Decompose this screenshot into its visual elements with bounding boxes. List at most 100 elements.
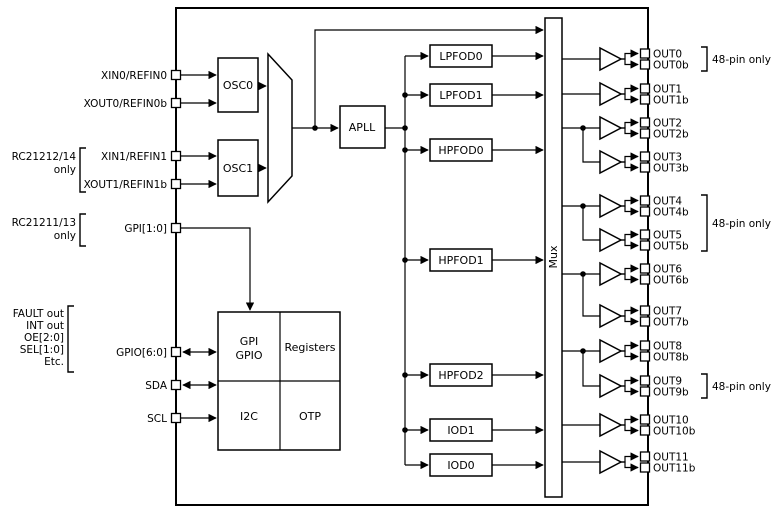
- pin-xin0: [170, 69, 182, 81]
- pin-out8b: [639, 351, 651, 362]
- pin-out0: [639, 48, 651, 59]
- pin-out2: [639, 117, 651, 128]
- lpfod0-block: LPFOD0: [429, 44, 493, 68]
- out-label: OUT4b: [653, 207, 689, 219]
- output-mux-label: Mux: [547, 245, 560, 268]
- out-label: OUT11b: [653, 463, 696, 475]
- lpfod1-label: LPFOD1: [439, 89, 482, 102]
- buffer-icon: [599, 303, 623, 329]
- buffer-icon: [599, 149, 623, 175]
- out-label: OUT9: [653, 376, 682, 388]
- pin-out4: [639, 195, 651, 206]
- out-label: OUT7b: [653, 317, 689, 329]
- out-label: OUT1: [653, 84, 682, 96]
- left-notes: RC21212/14 only RC21211/13 only FAULT ou…: [12, 147, 86, 373]
- note-etc: Etc.: [44, 356, 64, 368]
- bracket-out9: [701, 373, 708, 399]
- buffer-icon: [599, 261, 623, 287]
- buffer-icon: [599, 227, 623, 253]
- note-oe: OE[2:0]: [24, 332, 64, 344]
- wire-gpi: [181, 227, 255, 311]
- wire-buf5: [582, 206, 600, 241]
- iod1-block: IOD1: [429, 418, 493, 442]
- hpfod0-label: HPFOD0: [438, 144, 483, 157]
- pin-label-xout1: XOUT1/REFIN1b: [84, 179, 168, 191]
- note-rc21211-only: only: [54, 230, 76, 242]
- out-label: OUT5b: [653, 241, 689, 253]
- pin-out5b: [639, 240, 651, 251]
- i2c-label: I2C: [240, 410, 258, 423]
- hpfod1-label: HPFOD1: [438, 254, 483, 267]
- iod1-label: IOD1: [447, 424, 474, 437]
- pin-out0b: [639, 59, 651, 70]
- pin-label-scl: SCL: [147, 413, 167, 425]
- pin-label-sda: SDA: [145, 380, 168, 392]
- pin-out9: [639, 375, 651, 386]
- bracket-gpio: [67, 305, 74, 373]
- pin-out7: [639, 305, 651, 316]
- pin-xin1: [170, 150, 182, 162]
- osc1-label: OSC1: [223, 162, 253, 175]
- note-rc21211: RC21211/13: [12, 217, 76, 229]
- pin-out5: [639, 229, 651, 240]
- buffer-icon: [599, 412, 623, 438]
- left-pins: XIN0/REFIN0 XOUT0/REFIN0b XIN1/REFIN1 XO…: [84, 69, 182, 425]
- pin-out4b: [639, 206, 651, 217]
- pin-out11b: [639, 462, 651, 473]
- pin-out9b: [639, 386, 651, 397]
- apll-block: APLL: [339, 105, 386, 149]
- pin-out2b: [639, 128, 651, 139]
- note-rc21212-only: only: [54, 164, 76, 176]
- pin-label-xin1: XIN1/REFIN1: [101, 151, 167, 163]
- out-label: OUT3: [653, 152, 682, 164]
- pin-out7b: [639, 316, 651, 327]
- lpfod0-label: LPFOD0: [439, 50, 482, 63]
- wire-buf3: [582, 128, 600, 163]
- note-48pin-1: 48-pin only: [712, 54, 771, 66]
- apll-label: APLL: [349, 121, 376, 134]
- iod0-block: IOD0: [429, 453, 493, 477]
- buffer-icon: [599, 373, 623, 399]
- pin-out10: [639, 414, 651, 425]
- gpi-label: GPI: [240, 335, 258, 348]
- pin-out1: [639, 83, 651, 94]
- out-label: OUT2b: [653, 129, 689, 141]
- pin-scl: [170, 412, 182, 424]
- out-label: OUT10: [653, 415, 689, 427]
- wire-buf7: [582, 274, 600, 317]
- out-label: OUT3b: [653, 163, 689, 175]
- note-48pin-3: 48-pin only: [712, 381, 771, 393]
- pin-out6: [639, 263, 651, 274]
- registers-label: Registers: [284, 341, 335, 354]
- bracket-gpi: [79, 213, 86, 247]
- control-block: GPI GPIO Registers I2C OTP: [217, 311, 341, 451]
- osc0-block: OSC0: [217, 57, 259, 113]
- buffer-icon: [599, 81, 623, 107]
- out-label: OUT0: [653, 49, 682, 61]
- output-stage: OUT0 OUT0b OUT1 OUT1b OUT2 OUT2b OUT3 OU…: [599, 46, 696, 475]
- out-label: OUT0b: [653, 60, 689, 72]
- pin-out1b: [639, 94, 651, 105]
- buffer-icon: [599, 449, 623, 475]
- out-label: OUT5: [653, 230, 682, 242]
- pin-xout0: [170, 97, 182, 109]
- pin-out11: [639, 451, 651, 462]
- input-mux-symbol: [267, 52, 293, 204]
- pin-label-xout0: XOUT0/REFIN0b: [84, 98, 168, 110]
- hpfod2-label: HPFOD2: [438, 369, 483, 382]
- out-label: OUT6: [653, 264, 682, 276]
- note-fault-out: FAULT out: [13, 308, 64, 320]
- out-label: OUT8b: [653, 352, 689, 364]
- pin-sda: [170, 379, 182, 391]
- osc1-block: OSC1: [217, 139, 259, 197]
- otp-label: OTP: [299, 410, 321, 423]
- pin-gpio: [170, 346, 182, 358]
- pin-label-xin0: XIN0/REFIN0: [101, 70, 167, 82]
- pin-out6b: [639, 274, 651, 285]
- out-label: OUT7: [653, 306, 682, 318]
- pin-gpi: [170, 222, 182, 234]
- buffer-icon: [599, 115, 623, 141]
- lpfod1-block: LPFOD1: [429, 83, 493, 107]
- out-label: OUT4: [653, 196, 682, 208]
